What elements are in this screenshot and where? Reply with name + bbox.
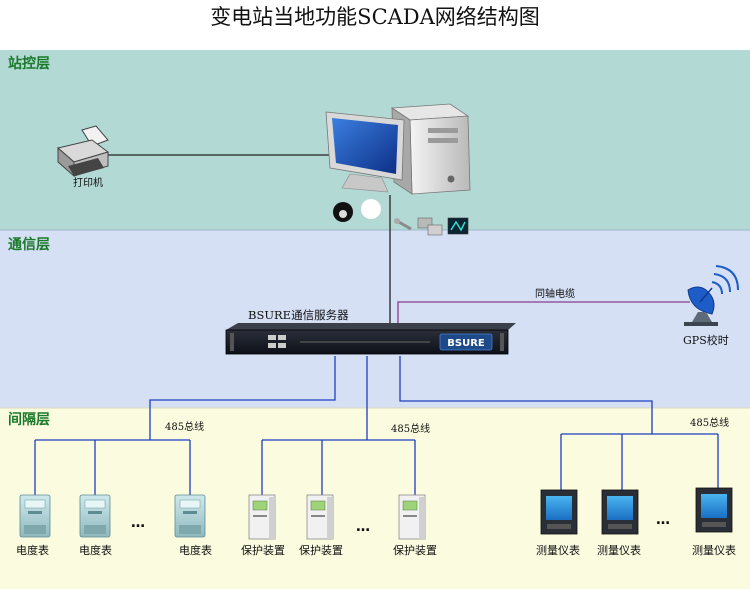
station-layer-label: 站控层 (8, 55, 50, 72)
protection-device-label-1: 保护装置 (241, 543, 285, 557)
energy-meter-label-2: 电度表 (79, 543, 112, 557)
coax-cable-label: 同轴电缆 (535, 287, 575, 300)
circle-icon (361, 199, 381, 219)
bus-1-label: 485总线 (165, 420, 204, 433)
database-icon (333, 202, 353, 222)
energy-meter-label-3: 电度表 (179, 543, 212, 557)
rack-server-icon (225, 323, 516, 355)
gps-label: GPS校时 (683, 333, 729, 347)
measuring-meter-icon (540, 487, 733, 535)
protection-device-label-2: 保护装置 (299, 543, 343, 557)
measuring-meter-label-2: 测量仪表 (597, 543, 641, 557)
group-3-ellipsis: … (656, 512, 670, 528)
server-label: BSURE通信服务器 (248, 308, 349, 322)
coax-cable-line (397, 301, 690, 324)
tools-icon (394, 218, 412, 231)
protection-device-label-3: 保护装置 (393, 543, 437, 557)
satellite-dish-icon (684, 265, 739, 326)
measuring-meter-label-1: 测量仪表 (536, 543, 580, 557)
scada-app-icon (447, 217, 469, 235)
comm-layer-band (0, 230, 750, 408)
bay-layer-label: 间隔层 (8, 411, 50, 428)
bus-3-label: 485总线 (690, 416, 729, 429)
energy-meter-icon (19, 494, 206, 538)
bus-2-label: 485总线 (391, 422, 430, 435)
bus-3-lines (399, 356, 719, 490)
printer-label: 打印机 (73, 176, 103, 189)
measuring-meter-label-3: 测量仪表 (692, 543, 736, 557)
printer-icon (56, 125, 110, 178)
energy-meter-label-1: 电度表 (16, 543, 49, 557)
protection-device-icon (248, 494, 426, 540)
group-1-ellipsis: … (131, 515, 145, 531)
group-2-ellipsis: … (356, 519, 370, 535)
computer-icon (325, 103, 471, 195)
server-logo: BSURE (447, 338, 485, 349)
page-title: 变电站当地功能SCADA网络结构图 (210, 5, 540, 29)
bus-1-lines (34, 356, 336, 495)
comm-layer-label: 通信层 (8, 236, 50, 253)
bus-2-lines (261, 356, 416, 495)
network-icon (417, 217, 443, 236)
